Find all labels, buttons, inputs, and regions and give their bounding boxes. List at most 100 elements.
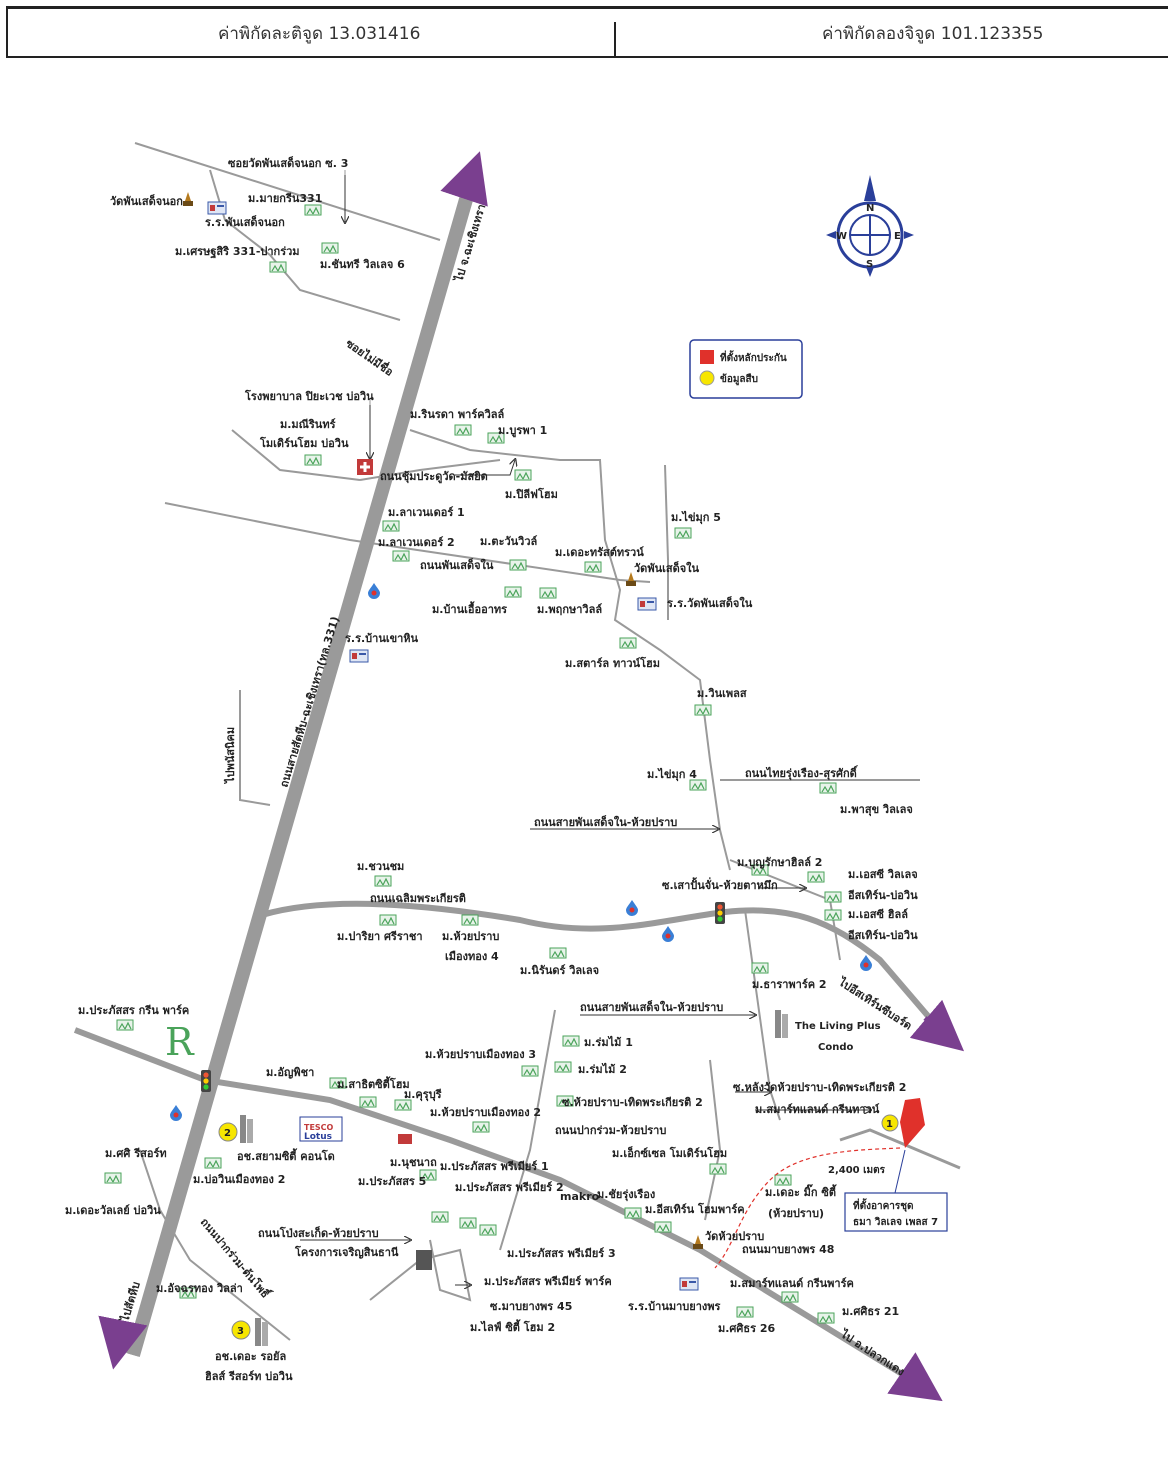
label-road-chum-prakru: ถนนชุ้มประดูวัด-มัสยิด (380, 470, 488, 484)
label-m-life-city: ม.ไลฟ์ ซิตี้ โฮม 2 (470, 1319, 555, 1334)
hospital-icon (357, 459, 373, 475)
village-icon (374, 875, 392, 887)
traffic-light-icon (201, 1070, 211, 1092)
header-divider (614, 22, 616, 58)
label-m-smartland-green: ม.สมาร์ทแลนด์ กรีนทาวน์ (755, 1103, 880, 1116)
gas-station-icon (368, 583, 380, 599)
village-icon (654, 1221, 672, 1233)
label-to-pluak-daeng: ไป อ.ปลวกแดง (837, 1326, 908, 1379)
label-m-startle: ม.สตาร์ล ทาวน์โฮม (565, 656, 660, 670)
school-icon (349, 649, 369, 663)
label-road-phan-sadet-huai-prap-1: ถนนสายพันเสด็จใน-ห้วยปราบ (534, 815, 677, 829)
label-m-phruksa: ม.พฤกษาวิลล์ (537, 603, 602, 616)
label-road-phan-sadet-huai-prap-2: ถนนสายพันเสด็จใน-ห้วยปราบ (580, 1000, 723, 1014)
label-condo-siam-city: อช.สยามซิตี้ คอนโด (237, 1148, 335, 1163)
village-icon (709, 1163, 727, 1175)
label-m-chaimuk-4: ม.ไข่มุก 4 (647, 767, 697, 782)
label-m-mayacreen: ม.มายกรีน331 (248, 192, 322, 205)
label-road-chaloem-phrakiat: ถนนเฉลิมพระเกียรติ (370, 892, 466, 905)
village-icon (379, 914, 397, 926)
village-icon (431, 1211, 449, 1223)
label-the-living-plus: The Living Plus (795, 1021, 881, 1032)
village-icon (459, 1217, 477, 1229)
label-m-nirun: ม.นิรันดร์ วิลเลจ (520, 964, 599, 977)
village-icon (454, 424, 472, 436)
label-m-prakassorn-premier-park: ม.ประภัสสร พรีเมียร์ พาร์ค (484, 1275, 612, 1288)
building-icon (255, 1318, 268, 1346)
label-school-phan-sadet-nok: ร.ร.พันเสด็จนอก (205, 215, 285, 229)
label-m-atchara: ม.อัจฉรทอง วิลล่า (156, 1282, 243, 1295)
label-school-ban-map-yang-phon: ร.ร.บ้านมาบยางพร (628, 1300, 721, 1313)
label-project-charoen: โครงการเจริญสินธานี (294, 1245, 399, 1259)
village-icon (824, 909, 842, 921)
village-icon (549, 947, 567, 959)
label-m-nakhon: ม.นุชนาถ (390, 1156, 437, 1170)
label-m-manirin-1: ม.มณีรินทร์ (280, 418, 336, 431)
label-m-prakassorn-5: ม.ประภัสสร 5 (358, 1175, 426, 1188)
label-soi-wat-phan-sadet-nok: ซอยวัดพันเสด็จนอก ซ. 3 (228, 156, 348, 170)
village-icon (394, 1099, 412, 1111)
label-m-lavender-1: ม.ลาเวนเดอร์ 1 (388, 506, 465, 519)
compass-w: W (836, 231, 847, 242)
label-m-burapha: ม.บูรพา 1 (498, 424, 547, 438)
building-icon (775, 1010, 788, 1038)
label-m-bowin-muang-thong: ม.บ่อวินเมืองทอง 2 (193, 1173, 285, 1186)
label-m-sasi: ม.ศศิ รีสอร์ท (105, 1147, 167, 1160)
legend-survey: ข้อมูลสืบ (720, 373, 758, 386)
marker-2: 2 (224, 1128, 231, 1139)
gas-station-icon (860, 955, 872, 971)
direction-arrows (98, 151, 965, 1402)
pointer-arrows (300, 175, 870, 1285)
label-m-chuanchom: ม.ชวนชม (357, 860, 404, 873)
traffic-light-icon (715, 902, 725, 924)
label-m-smartland-park: ม.สมาร์ทแลนด์ กรีนพาร์ค (730, 1277, 854, 1290)
gas-station-icon (662, 926, 674, 942)
label-m-kusuma: ม.คุรุบุรี (404, 1088, 442, 1102)
map-icons (104, 192, 872, 1346)
village-icon (269, 261, 287, 273)
village-icon (562, 1035, 580, 1047)
label-school-wat-phan-sadet-nai: ร.ร.วัดพันเสด็จใน (667, 596, 753, 610)
label-condo-the-royal-1: อช.เดอะ รอยัล (215, 1350, 286, 1363)
gas-station-icon (170, 1105, 182, 1121)
label-m-rinrada: ม.รินรดา พาร์ควิลล์ (410, 408, 505, 421)
label-m-prakassorn-green: ม.ประภัสสร กรีน พาร์ค (78, 1004, 189, 1017)
school-icon (637, 597, 657, 611)
survey-markers (218, 1114, 899, 1340)
label-m-chai-rung: ม.ชัยรุ่งเรือง (597, 1188, 655, 1202)
label-m-the-mix: ม.เดอะ มิ๊ก ซิตี้ (765, 1184, 837, 1199)
label-m-boonrak: ม.บุญรักษาฮิลล์ 2 (737, 856, 822, 870)
village-icon (521, 1065, 539, 1077)
legend: ที่ตั้งหลักประกัน ข้อมูลสืบ (689, 339, 803, 399)
marker-1: 1 (886, 1119, 893, 1130)
village-icon (751, 962, 769, 974)
label-m-anyapicha: ม.อัญพิชา (266, 1066, 314, 1079)
label-road-pak-ruam-huai-prap: ถนนปากร่วม-ห้วยปราบ (555, 1124, 666, 1137)
label-m-tara-park: ม.ธาราพาร์ค 2 (752, 978, 827, 991)
label-wat-phan-sadet-nai: วัดพันเสด็จใน (634, 561, 700, 575)
label-soi-sao-phan-chan: ซ.เสาปั้นจั่น-ห้วยตาหมึก (662, 877, 778, 892)
village-icon (781, 1291, 799, 1303)
label-soi-lang-wat: ซ.หลังวัดห้วยปราบ-เทิดพระเกียรติ 2 (733, 1081, 906, 1094)
survey-swatch (699, 370, 715, 386)
village-icon (514, 469, 532, 481)
lotus-logo: Lotus (304, 1132, 332, 1142)
label-m-pilif: ม.ปิลีฟโฮม (505, 487, 558, 501)
village-icon (539, 587, 557, 599)
label-m-sasiri-26: ม.ศศิธร 26 (718, 1322, 776, 1335)
label-soi-map-yang-phon: ซ.มาบยางพร 45 (490, 1300, 572, 1313)
village-icon (116, 1019, 134, 1031)
compass-n: N (866, 203, 874, 214)
label-m-rommai-2: ม.ร่มไม้ 2 (578, 1062, 627, 1076)
school-icon (679, 1277, 699, 1291)
gas-station-icon (626, 900, 638, 916)
marker-3: 3 (237, 1326, 244, 1337)
label-distance: 2,400 เมตร (828, 1165, 886, 1176)
label-wat-phan-sadet-nok: วัดพันเสด็จนอก (110, 194, 183, 208)
compass-e: E (894, 231, 901, 242)
label-hospital: โรงพยาบาล ปิยะเวช บ่อวิน (244, 389, 374, 403)
label-m-chaimuk-5: ม.ไข่มุก 5 (671, 510, 721, 525)
village-icon (619, 637, 637, 649)
label-road-phan-sadet-nai: ถนนพันเสด็จใน (420, 558, 494, 572)
